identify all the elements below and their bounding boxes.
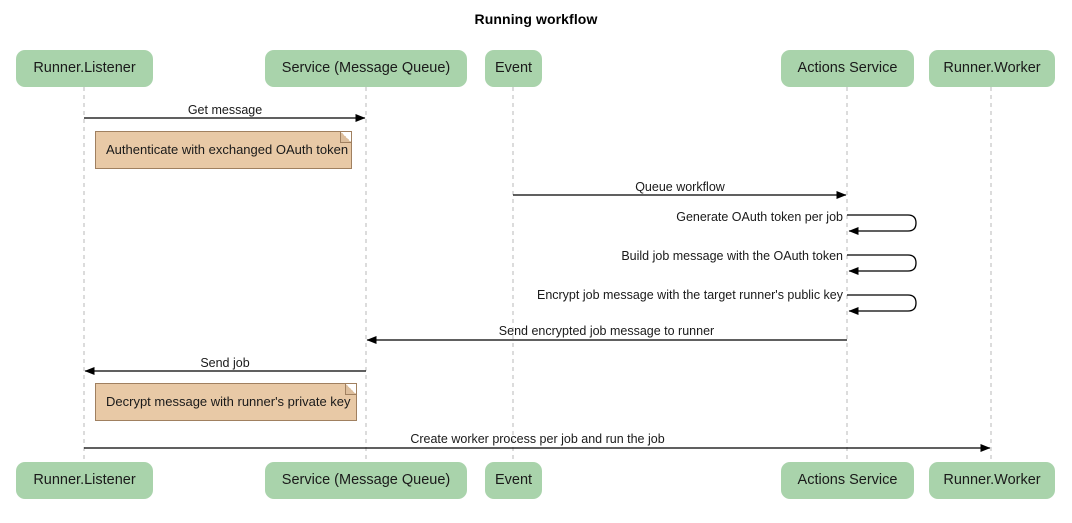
message-label-get-message: Get message [187, 103, 263, 117]
note-decrypt-note: Decrypt message with runner's private ke… [95, 383, 357, 421]
message-label-create-worker-process: Create worker process per job and run th… [410, 432, 665, 446]
note-fold-corner-icon [345, 384, 356, 395]
message-label-send-job: Send job [200, 356, 250, 370]
message-label-build-job-message: Build job message with the OAuth token [621, 249, 843, 263]
participant-actions-service-header[interactable]: Actions Service [781, 50, 914, 87]
message-label-queue-workflow: Queue workflow [635, 180, 725, 194]
participant-service-queue-header[interactable]: Service (Message Queue) [265, 50, 467, 87]
lifeline-group [83, 87, 992, 462]
participant-actions-service-footer[interactable]: Actions Service [781, 462, 914, 499]
participant-runner-worker-header[interactable]: Runner.Worker [929, 50, 1055, 87]
message-arrow-build-job-message[interactable] [847, 254, 917, 275]
note-fold-corner-icon [340, 132, 351, 143]
message-arrow-group [84, 114, 991, 452]
message-label-encrypt-job-message: Encrypt job message with the target runn… [536, 288, 843, 302]
message-arrow-generate-oauth-token[interactable] [847, 214, 917, 235]
page-title: Running workflow [474, 11, 598, 27]
note-text-authenticate-note: Authenticate with exchanged OAuth token [106, 142, 349, 157]
message-label-send-encrypted-job-message: Send encrypted job message to runner [498, 324, 715, 338]
participant-runner-listener-footer[interactable]: Runner.Listener [16, 462, 153, 499]
note-authenticate-note: Authenticate with exchanged OAuth token [95, 131, 352, 169]
participant-event-header[interactable]: Event [485, 50, 542, 87]
participant-event-footer[interactable]: Event [485, 462, 542, 499]
participant-service-queue-footer[interactable]: Service (Message Queue) [265, 462, 467, 499]
message-arrow-encrypt-job-message[interactable] [847, 294, 917, 315]
participant-runner-listener-header[interactable]: Runner.Listener [16, 50, 153, 87]
note-text-decrypt-note: Decrypt message with runner's private ke… [106, 394, 351, 409]
message-label-generate-oauth-token: Generate OAuth token per job [676, 210, 843, 224]
participant-runner-worker-footer[interactable]: Runner.Worker [929, 462, 1055, 499]
